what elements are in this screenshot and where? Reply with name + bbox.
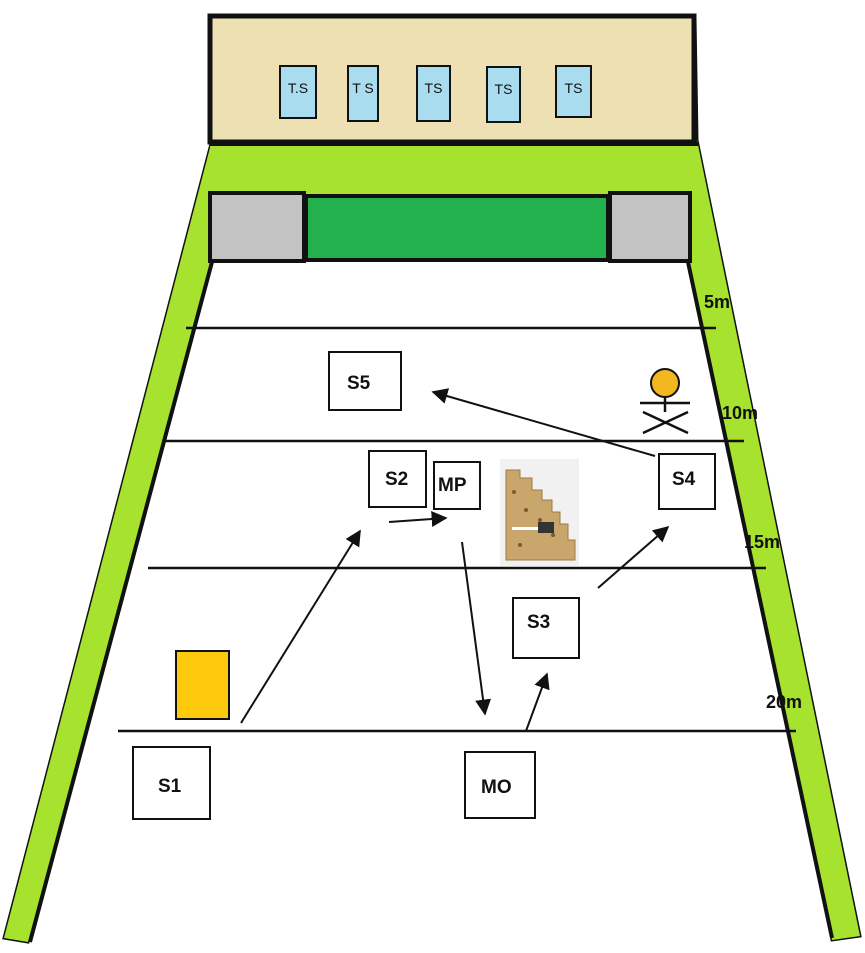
right-field-edge xyxy=(690,140,860,940)
target-stand xyxy=(486,66,521,123)
station-s1-label: S1 xyxy=(158,776,182,797)
station-s4-label: S4 xyxy=(672,469,696,490)
station-s3-label: S3 xyxy=(527,612,550,633)
target-stand xyxy=(279,65,317,119)
field-right-line xyxy=(686,261,834,939)
left-post xyxy=(208,191,306,263)
station-s3: S3 xyxy=(512,597,580,659)
label-5m: 5m xyxy=(704,292,730,312)
label-15m: 15m xyxy=(744,532,780,552)
station-mo: MO xyxy=(464,751,536,819)
target-stand xyxy=(555,65,592,118)
station-s1: S1 xyxy=(132,746,211,820)
barricade-photo xyxy=(500,459,579,566)
right-post xyxy=(608,191,692,263)
station-s5-label: S5 xyxy=(347,373,371,394)
target-stand-label: T.S xyxy=(288,80,308,96)
target-stand-label: TS xyxy=(425,80,443,96)
arrow-s1-to-s2 xyxy=(240,529,361,724)
target-stand-label: TS xyxy=(495,81,513,97)
target-stand xyxy=(347,65,379,122)
station-s2: S2 xyxy=(368,450,427,508)
arrow-s4-to-s5 xyxy=(431,388,656,457)
target-stand-label: TS xyxy=(565,80,583,96)
label-20m: 20m xyxy=(766,692,802,712)
arrow-s2-to-mp xyxy=(388,511,448,527)
goal-net xyxy=(304,194,610,262)
station-mp: MP xyxy=(433,461,481,510)
station-mp-label: MP xyxy=(438,475,467,496)
station-s4: S4 xyxy=(658,453,716,510)
target-stand-label: T S xyxy=(352,80,374,96)
field-area xyxy=(30,262,832,942)
station-mo-label: MO xyxy=(481,777,512,798)
arrow-mo-to-s3 xyxy=(525,672,550,732)
target-stands: T.S T S TS TS TS xyxy=(279,65,592,123)
left-field-edge xyxy=(4,140,212,942)
stick-figure-icon xyxy=(640,368,690,435)
arrow-s3-to-s4 xyxy=(597,525,670,589)
yellow-card xyxy=(175,650,230,720)
arrow-mp-to-mo xyxy=(461,541,492,716)
station-s5: S5 xyxy=(328,351,402,411)
label-10m: 10m xyxy=(722,403,758,423)
field-left-line xyxy=(28,261,214,943)
target-stand xyxy=(416,65,451,122)
movement-arrows xyxy=(240,388,670,732)
station-s2-label: S2 xyxy=(385,469,408,490)
